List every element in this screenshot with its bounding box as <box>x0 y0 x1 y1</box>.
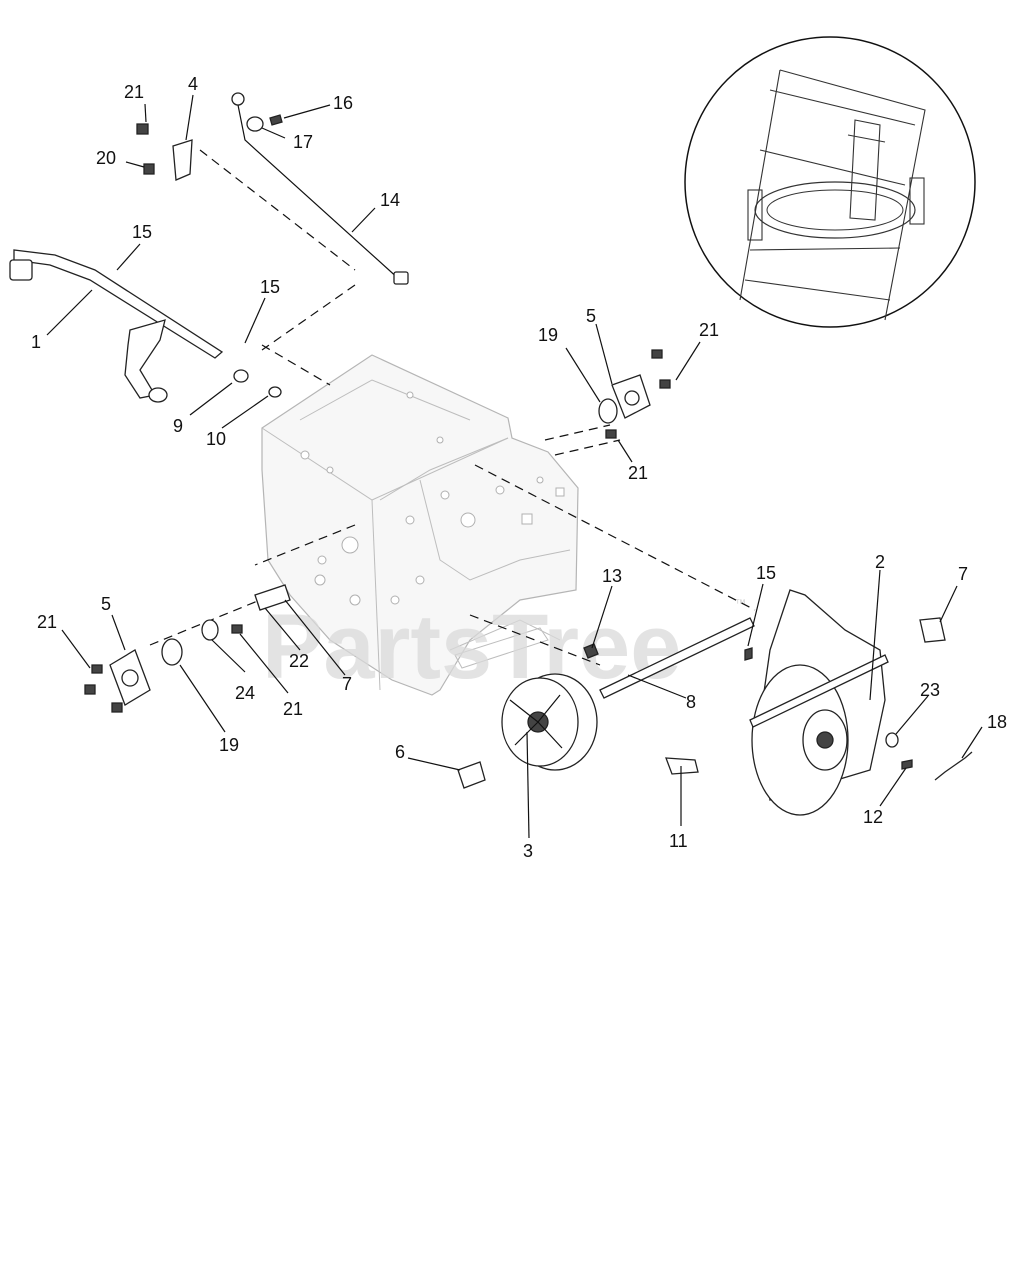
part-2-drive-assembly <box>749 589 889 816</box>
part-19-bearing-top <box>598 398 618 424</box>
callout-18: 18 <box>987 712 1007 732</box>
callout-4: 4 <box>188 74 198 94</box>
part-6-block <box>457 761 486 789</box>
callout-21: 21 <box>699 320 719 340</box>
callout-11: 11 <box>669 831 688 851</box>
part-3-pulley <box>501 673 598 771</box>
part-22-link <box>254 584 291 611</box>
part-21-bolt-left-a <box>84 684 96 695</box>
callout-3: 3 <box>523 841 533 861</box>
callout-7: 7 <box>958 564 968 584</box>
callout-19: 19 <box>538 325 558 345</box>
part-21-bolt-right-a <box>651 349 663 359</box>
part-21-bolt-left-c <box>91 664 103 674</box>
inset-detail-view <box>684 36 976 328</box>
part-21-pin <box>231 624 243 634</box>
callout-24: 24 <box>235 683 255 703</box>
callout-22: 22 <box>289 651 309 671</box>
callout-12: 12 <box>863 807 883 827</box>
callout-21: 21 <box>37 612 57 632</box>
part-10-washer <box>268 386 282 398</box>
part-13-clip <box>583 643 599 659</box>
part-17-grommet <box>246 116 264 132</box>
callout-15: 15 <box>132 222 152 242</box>
part-1-lever <box>9 249 224 403</box>
callout-20: 20 <box>96 148 116 168</box>
part-15-pin-shaft <box>744 647 753 661</box>
part-21-bolt-top <box>136 123 149 135</box>
watermark-text: PartsTree <box>262 596 681 698</box>
callout-15: 15 <box>260 277 280 297</box>
callout-7: 7 <box>342 674 352 694</box>
callout-5: 5 <box>586 306 596 326</box>
callout-9: 9 <box>173 416 183 436</box>
part-20-nut <box>143 163 155 175</box>
callout-8: 8 <box>686 692 696 712</box>
housing-frame <box>261 354 579 696</box>
watermark-trademark: ™ <box>735 598 746 610</box>
part-21-bolt-right-c <box>605 429 617 439</box>
part-14-cable <box>231 92 409 285</box>
callout-15: 15 <box>756 563 776 583</box>
callout-16: 16 <box>333 93 353 113</box>
callout-13: 13 <box>602 566 622 586</box>
callout-10: 10 <box>206 429 226 449</box>
part-8-shaft <box>599 617 755 699</box>
part-7-clip-right <box>919 617 946 643</box>
part-23-ring <box>885 732 899 748</box>
callout-14: 14 <box>380 190 400 210</box>
part-9-bushing <box>233 369 249 383</box>
part-21-bolt-left-b <box>111 702 123 713</box>
callout-6: 6 <box>395 742 405 762</box>
leader-lines <box>46 94 983 839</box>
part-11-bracket <box>665 757 699 775</box>
callout-21: 21 <box>283 699 303 719</box>
assembly-dash-lines <box>149 149 756 666</box>
callout-19: 19 <box>219 735 239 755</box>
callout-17: 17 <box>293 132 313 152</box>
callout-21: 21 <box>628 463 648 483</box>
callout-1: 1 <box>31 332 41 352</box>
callout-labels: 21 4 16 17 20 14 15 15 1 9 10 19 5 21 21… <box>31 74 1007 861</box>
callout-23: 23 <box>920 680 940 700</box>
part-4-bracket <box>172 139 193 181</box>
callout-5: 5 <box>101 594 111 614</box>
callout-21: 21 <box>124 82 144 102</box>
part-16-screw <box>269 114 283 126</box>
part-21-bolt-right-b <box>659 379 671 389</box>
part-24-washer <box>201 619 219 641</box>
part-19-bearing-left <box>161 638 183 666</box>
part-12-pin <box>901 759 913 770</box>
callout-2: 2 <box>875 552 885 572</box>
part-18-spring <box>934 751 973 781</box>
